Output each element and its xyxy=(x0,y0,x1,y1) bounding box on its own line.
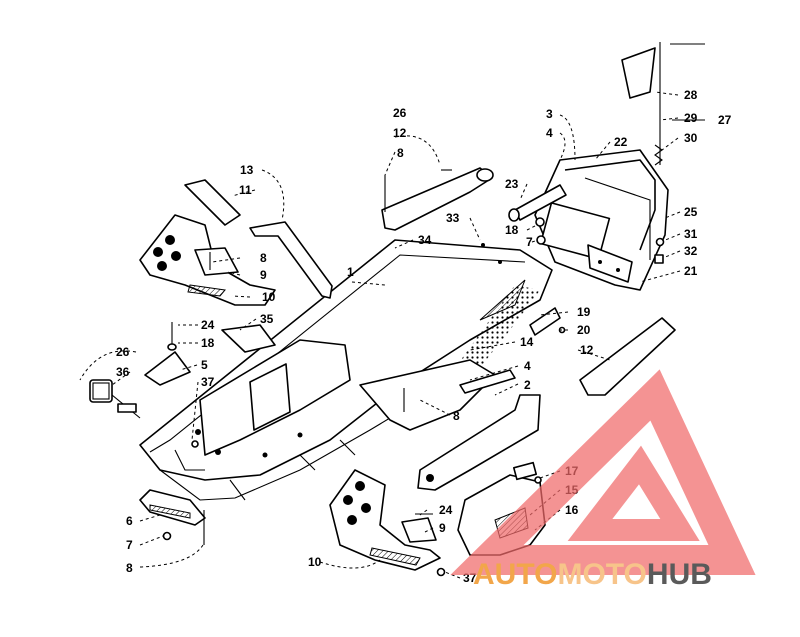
lower-right-side-plate xyxy=(329,469,441,571)
hitch-assembly xyxy=(89,379,141,419)
callout-9a: 9 xyxy=(260,268,267,282)
watermark-word-hub: HUB xyxy=(647,558,712,591)
watermark-word-auto: AUTO xyxy=(473,558,557,591)
callout-11: 11 xyxy=(239,183,252,197)
left-upper-side-plate xyxy=(139,179,333,306)
callout-6: 6 xyxy=(126,514,133,528)
rear-frame-bar xyxy=(381,167,494,231)
callout-4a: 4 xyxy=(546,126,553,140)
callout-26b: 26 xyxy=(116,345,130,359)
callout-13: 13 xyxy=(240,163,254,177)
callout-22: 22 xyxy=(614,135,628,149)
callout-8a: 8 xyxy=(397,146,404,160)
callout-24a: 24 xyxy=(201,318,215,332)
callout-34: 34 xyxy=(418,233,432,247)
safety-flag xyxy=(621,42,705,166)
rear-bumper xyxy=(508,149,669,291)
callout-36: 36 xyxy=(116,365,130,379)
callout-21: 21 xyxy=(684,264,698,278)
svg-text:AUTOMOTOHUB: AUTOMOTOHUB xyxy=(473,558,712,591)
watermark-word-moto: MOTO xyxy=(557,558,646,591)
callout-12b: 12 xyxy=(580,343,594,357)
callout-28: 28 xyxy=(684,88,698,102)
callout-8c: 8 xyxy=(453,409,460,423)
callout-14: 14 xyxy=(520,335,534,349)
callout-10a: 10 xyxy=(262,290,276,304)
callout-18a: 18 xyxy=(505,223,519,237)
callout-2: 2 xyxy=(524,378,531,392)
callout-12a: 12 xyxy=(393,126,407,140)
callout-24b: 24 xyxy=(439,503,453,517)
callout-9b: 9 xyxy=(439,521,446,535)
right-side-brackets xyxy=(417,307,676,491)
hardware-fasteners xyxy=(162,169,665,577)
watermark-triangle-icon xyxy=(450,369,756,575)
callout-4b: 4 xyxy=(524,359,531,373)
callout-29: 29 xyxy=(684,111,698,125)
callout-8b: 8 xyxy=(260,251,267,265)
callout-10b: 10 xyxy=(308,555,322,569)
main-chassis-frame xyxy=(139,239,553,501)
callout-33: 33 xyxy=(446,211,460,225)
callout-23: 23 xyxy=(505,177,519,191)
callout-26a: 26 xyxy=(393,106,407,120)
callout-7b: 7 xyxy=(126,538,133,552)
callout-19: 19 xyxy=(577,305,591,319)
watermark-logo: AUTOMOTOHUB xyxy=(450,369,756,591)
callout-3: 3 xyxy=(546,107,553,121)
callout-20: 20 xyxy=(577,323,591,337)
callout-27: 27 xyxy=(718,113,732,127)
callout-31: 31 xyxy=(684,227,698,241)
callout-35: 35 xyxy=(260,312,274,326)
callout-32: 32 xyxy=(684,244,698,258)
callout-labels: 1 2 3 4 4 5 6 7 7 8 8 8 8 9 9 10 10 11 1… xyxy=(116,88,732,585)
watermark-inner-triangle-icon xyxy=(567,445,700,541)
callout-8d: 8 xyxy=(126,561,133,575)
callout-25: 25 xyxy=(684,205,698,219)
callout-1: 1 xyxy=(347,265,354,279)
callout-18b: 18 xyxy=(201,336,215,350)
callout-7a: 7 xyxy=(526,235,533,249)
callout-5: 5 xyxy=(201,358,208,372)
callout-16: 16 xyxy=(565,503,579,517)
lower-left-skid xyxy=(139,324,276,526)
callout-30: 30 xyxy=(684,131,698,145)
callout-37a: 37 xyxy=(201,375,215,389)
